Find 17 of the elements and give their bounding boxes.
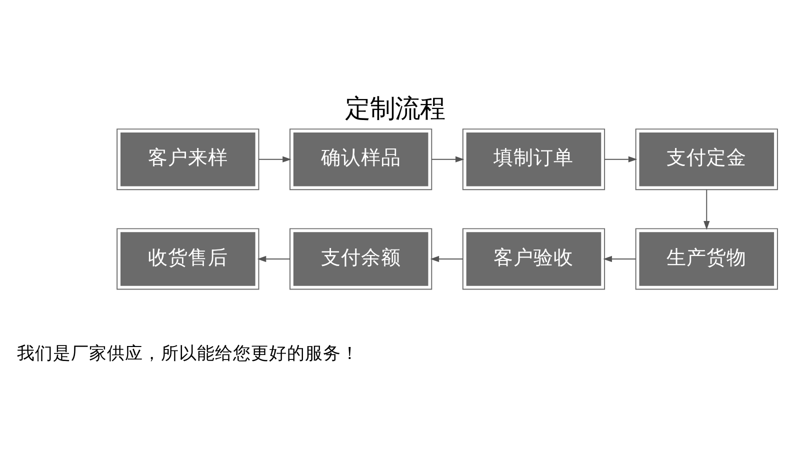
arrow <box>431 156 464 162</box>
node-box: 客户验收 <box>462 228 606 290</box>
node-box: 客户来样 <box>116 128 260 190</box>
node-box: 支付定金 <box>635 128 778 190</box>
diagram-title: 定制流程 <box>345 92 445 123</box>
node-box: 支付余额 <box>290 228 432 290</box>
arrow <box>257 255 290 262</box>
arrow <box>704 188 710 230</box>
arrow <box>603 255 636 262</box>
arrow <box>430 255 464 262</box>
node-box: 生产货物 <box>635 228 778 290</box>
node-box: 确认样品 <box>290 128 432 190</box>
arrow <box>258 156 292 162</box>
caption: 我们是厂家供应，所以能给您更好的服务！ <box>16 344 359 364</box>
arrow <box>604 156 638 162</box>
node-box: 填制订单 <box>462 128 606 190</box>
node-box: 收货售后 <box>116 228 260 290</box>
